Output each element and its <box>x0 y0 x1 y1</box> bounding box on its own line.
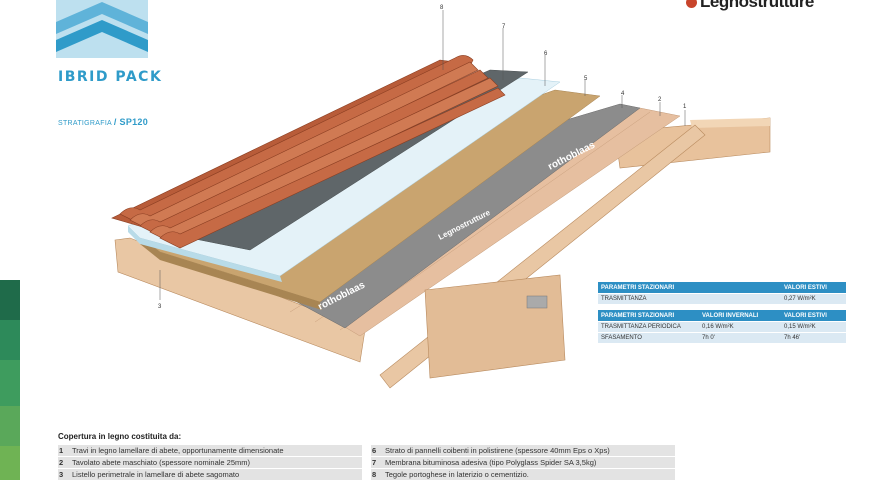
strip-band <box>0 446 20 480</box>
summer-params-table: PARAMETRI STAZIONARI VALORI ESTIVI TRASM… <box>598 282 846 304</box>
strip-band <box>0 406 20 446</box>
table-header: PARAMETRI STAZIONARI VALORI INVERNALI VA… <box>598 310 846 321</box>
legend-item: 6 Strato di pannelli coibenti in polisti… <box>371 445 675 456</box>
roof-tiles <box>111 55 506 249</box>
stratigraphy-subtitle: STRATIGRAFIA / SP120 <box>58 117 149 127</box>
page-title: IBRID PACK <box>58 69 163 85</box>
legend-item: 8 Tegole portoghese in laterizio o cemen… <box>371 469 675 480</box>
legend-item: 1 Travi in legno lamellare di abete, opp… <box>58 445 362 456</box>
legend-item: 7 Membrana bituminosa adesiva (tipo Poly… <box>371 457 675 468</box>
strip-band <box>0 360 20 406</box>
strip-band <box>0 280 20 320</box>
brand-name: Legnostrutture <box>700 0 814 11</box>
cross-beam <box>424 274 566 379</box>
legend-item: 2 Tavolato abete maschiato (spessore nom… <box>58 457 362 468</box>
subtitle-label: STRATIGRAFIA <box>58 120 112 127</box>
table-row: TRASMITTANZA PERIODICA 0,16 W/m²K 0,15 W… <box>598 322 846 332</box>
table-header: PARAMETRI STAZIONARI VALORI ESTIVI <box>598 282 846 293</box>
roof-stratigraphy-diagram: rothoblaas Legnostrutture rothoblaas 8 7… <box>111 5 771 389</box>
periodic-params-table: PARAMETRI STAZIONARI VALORI INVERNALI VA… <box>598 310 846 343</box>
layer-number-2: 2 <box>658 97 662 103</box>
table-row: TRASMITTANZA 0,27 W/m²K <box>598 294 846 304</box>
legend-right-column: 6 Strato di pannelli coibenti in polisti… <box>371 445 675 480</box>
layer-number-3: 3 <box>158 304 162 310</box>
brand-dot-icon <box>686 0 697 8</box>
legend-left-column: 1 Travi in legno lamellare di abete, opp… <box>58 445 362 480</box>
legend-item: 3 Listello perimetrale in lamellare di a… <box>58 469 362 480</box>
subtitle-code: SP120 <box>119 117 149 127</box>
layer-number-6: 6 <box>544 51 548 57</box>
layer-number-8: 8 <box>440 5 444 11</box>
brand-logo: Legnostrutture <box>686 0 814 12</box>
strip-band <box>0 320 20 360</box>
layer-number-1: 1 <box>683 104 687 110</box>
layer-number-5: 5 <box>584 76 588 82</box>
layer-number-7: 7 <box>502 24 506 30</box>
legend-title: Copertura in legno costituita da: <box>58 432 182 441</box>
ibrid-pack-logo <box>56 0 148 58</box>
table-row: SFASAMENTO 7h 0' 7h 46' <box>598 333 846 343</box>
perimeter-strip <box>114 237 366 363</box>
layer-number-4: 4 <box>621 91 625 97</box>
